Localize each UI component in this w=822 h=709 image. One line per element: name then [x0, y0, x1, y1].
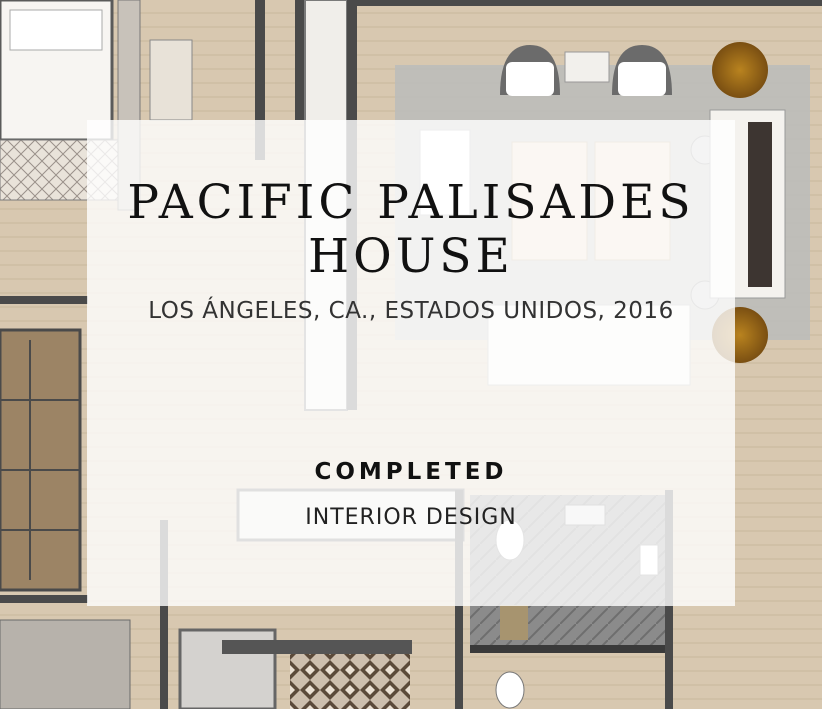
project-status: COMPLETED	[314, 459, 508, 485]
grey-carpet	[0, 619, 131, 709]
lounge-chairs	[500, 45, 672, 96]
wall	[255, 0, 265, 160]
project-category: INTERIOR DESIGN	[305, 505, 517, 530]
kilim-rug	[290, 652, 410, 709]
project-title: PACIFIC PALISADES HOUSE	[87, 176, 735, 284]
shelving	[0, 328, 82, 592]
project-location: LOS ÁNGELES, CA., ESTADOS UNIDOS, 2016	[148, 298, 674, 324]
round-table	[712, 42, 768, 98]
title-overlay-panel	[87, 120, 735, 606]
project-title-line2: HOUSE	[308, 229, 514, 284]
project-title-line1: PACIFIC PALISADES	[127, 175, 695, 230]
